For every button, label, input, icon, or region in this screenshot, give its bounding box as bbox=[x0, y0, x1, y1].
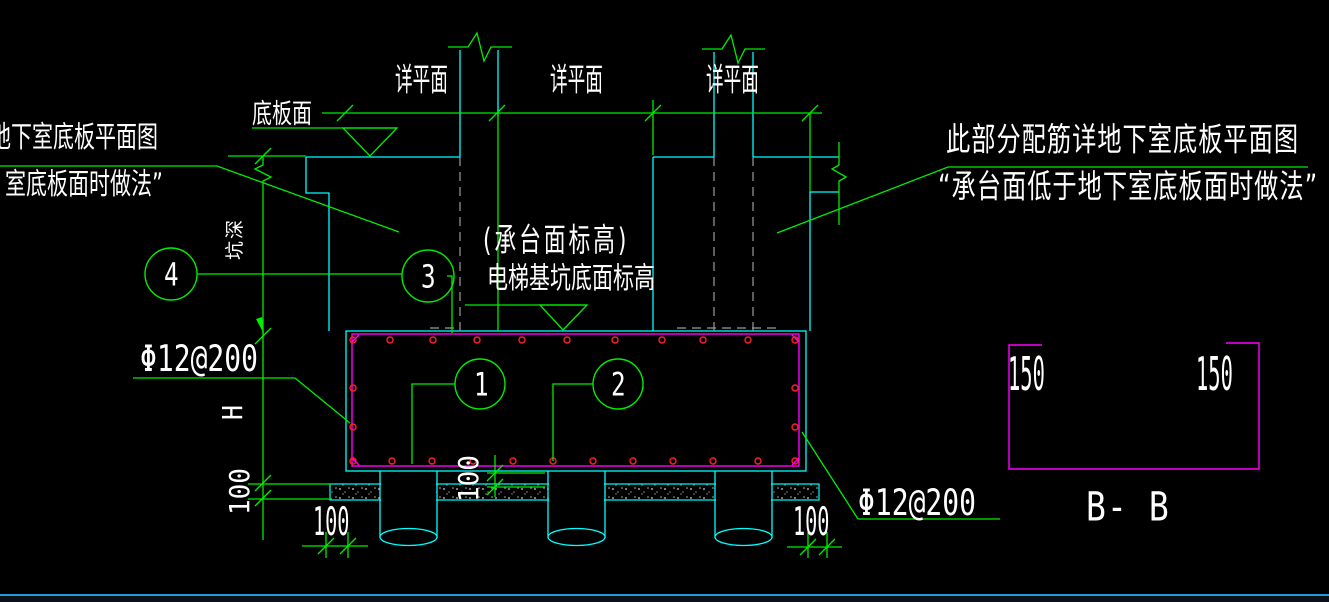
dim-100-center-vertical: 100 bbox=[453, 455, 486, 502]
concrete-walls bbox=[305, 50, 839, 331]
left-note-line2: 室底板面时做法” bbox=[5, 167, 163, 201]
hidden-wall-lines bbox=[430, 157, 777, 331]
see-plan-label-2: 详平面 bbox=[550, 63, 603, 100]
dim-100-bottom-left: 100 bbox=[313, 498, 350, 545]
window-bottom-edge bbox=[0, 594, 1329, 602]
dim-cap-height-label: H bbox=[216, 404, 249, 420]
section-dim-150-right: 150 bbox=[1196, 347, 1233, 402]
detail-bubbles bbox=[144, 247, 644, 410]
dim-pit-depth-label: 坑深 bbox=[224, 217, 246, 260]
rebar-dots bbox=[349, 336, 799, 465]
see-plan-label-1: 详平面 bbox=[395, 63, 448, 100]
pit-bottom-elevation-label: 电梯基坑底面标高 bbox=[487, 261, 655, 295]
left-note-line1: 地下室底板平面图 bbox=[0, 120, 158, 154]
dim-100-left-vertical: 100 bbox=[224, 468, 257, 515]
see-plan-label-3: 详平面 bbox=[706, 63, 759, 100]
pile-cap-outline bbox=[345, 330, 807, 472]
bubble-4-number: 4 bbox=[164, 256, 179, 294]
right-note-line1: 此部分配筋详地下室底板平面图 bbox=[946, 120, 1300, 159]
cap-rebar-outline bbox=[351, 333, 800, 467]
rebar-spec-right: Φ12@200 bbox=[858, 481, 977, 524]
section-bb-outline bbox=[1008, 342, 1260, 470]
bubble-1-number: 1 bbox=[474, 366, 489, 404]
cap-top-elevation-label: (承台面标高) bbox=[483, 223, 630, 260]
piles bbox=[379, 471, 773, 547]
slab-surface-label: 底板面 bbox=[252, 97, 312, 130]
bubble-2-number: 2 bbox=[611, 366, 626, 404]
dim-100-bottom-right: 100 bbox=[793, 498, 830, 545]
rebar-spec-left: Φ12@200 bbox=[140, 337, 259, 380]
bubble-3-number: 3 bbox=[421, 258, 436, 296]
dimension-lines bbox=[0, 31, 1308, 558]
section-bb-title: B- B bbox=[1086, 483, 1170, 532]
section-dim-150-left: 150 bbox=[1008, 347, 1045, 402]
right-note-line2: “承台面低于地下室底板面时做法” bbox=[938, 167, 1319, 206]
